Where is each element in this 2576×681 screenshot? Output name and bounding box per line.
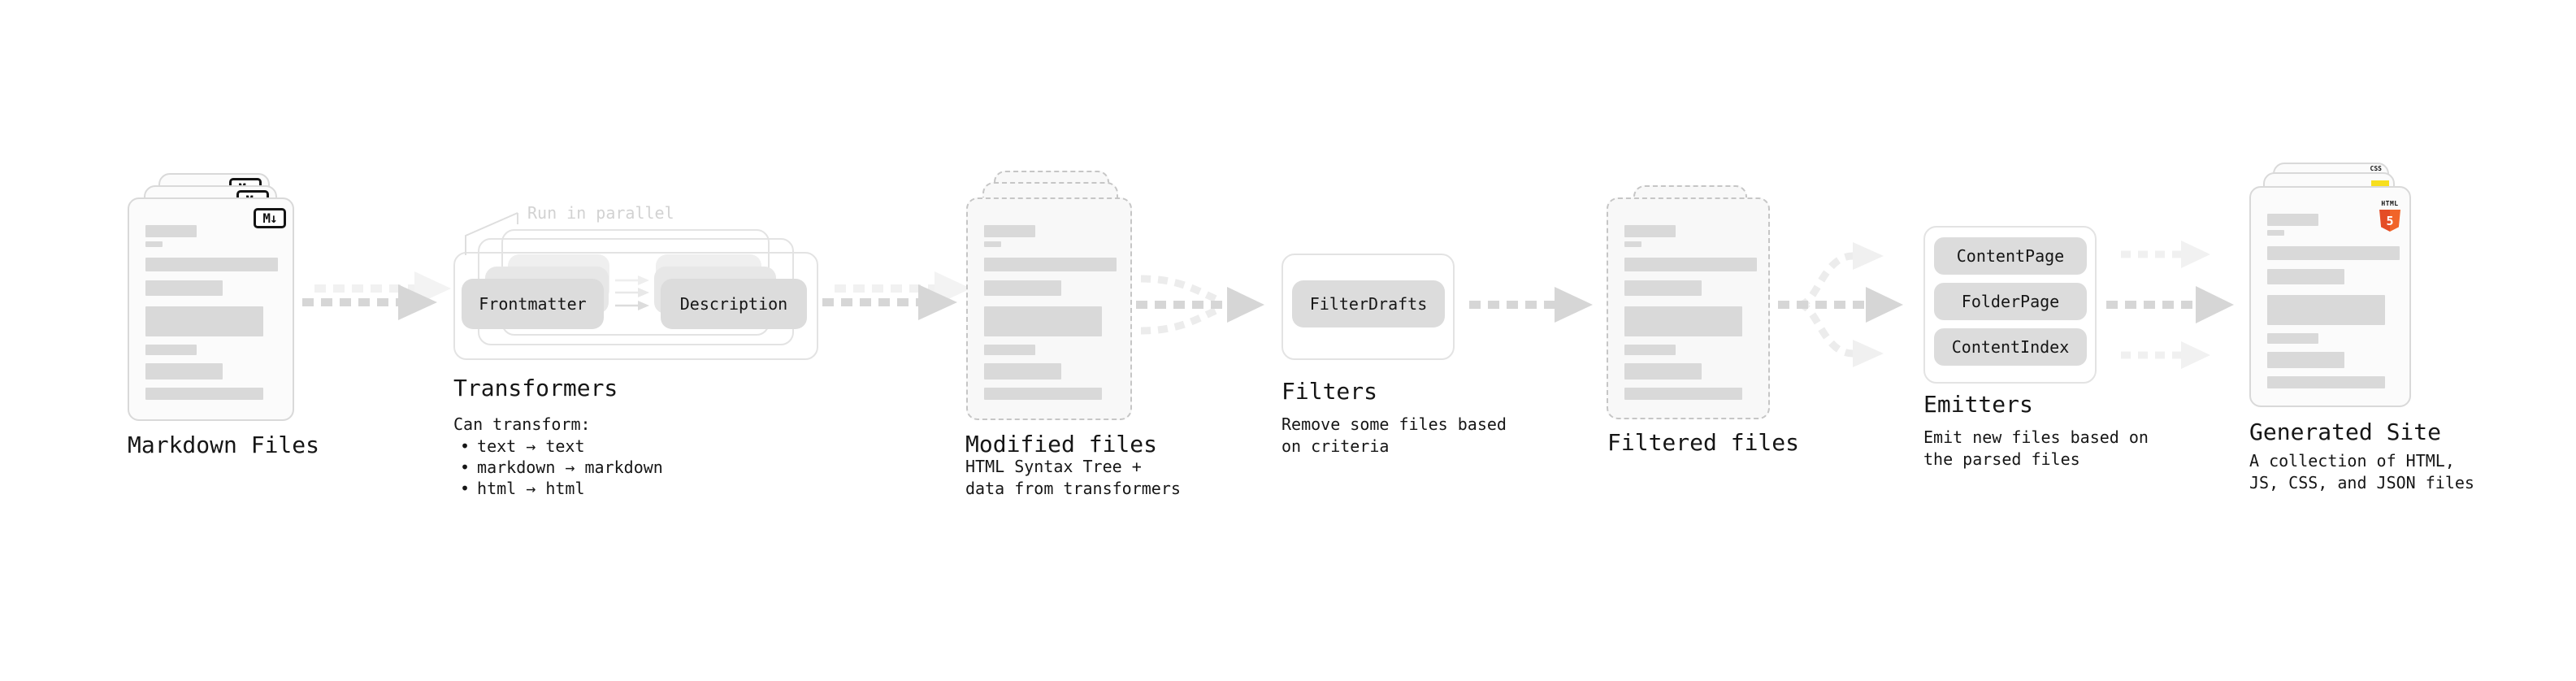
modified-files-subtitle: HTML Syntax Tree + data from transformer… xyxy=(965,457,1181,498)
text-line-bar xyxy=(145,388,263,400)
text-line-bar xyxy=(984,306,1102,336)
text-line-bar xyxy=(2267,214,2318,226)
stage-title-modified-files: Modified files xyxy=(965,431,1158,458)
text-line-bar xyxy=(145,280,223,296)
html5-logo-shield: 5 xyxy=(2379,210,2400,232)
flow-arrow-filters-to-filtered xyxy=(1469,287,1593,323)
text-line-bar xyxy=(1624,280,1702,296)
js-badge-icon xyxy=(2371,180,2389,188)
text-line-bar xyxy=(2267,352,2344,368)
file-card-front xyxy=(966,197,1132,420)
filters-subtitle: Remove some files based on criteria xyxy=(1281,414,1507,456)
text-line-bar xyxy=(1624,258,1757,271)
file-card-front: HTML 5 xyxy=(2249,186,2411,407)
bullet-item: • markdown → markdown xyxy=(460,457,663,478)
emitter-pill-contentpage: ContentPage xyxy=(1934,237,2087,275)
stage-title-filtered-files: Filtered files xyxy=(1607,429,1800,456)
text-line-bar xyxy=(984,258,1117,271)
text-line-bar xyxy=(2267,246,2400,260)
flow-arrow-markdown-to-transformers xyxy=(302,271,451,320)
text-line-bar xyxy=(2267,230,2284,236)
emitters-subtitle: Emit new files based on the parsed files xyxy=(1923,427,2149,469)
flow-arrow-emitters-to-generated xyxy=(2106,241,2234,369)
text-line-bar xyxy=(145,258,278,271)
text-line-bar xyxy=(984,363,1061,380)
transformers-heading: Can transform: xyxy=(453,414,591,434)
flow-arrow-modified-to-filters xyxy=(1136,275,1264,335)
bullet-glyph: • xyxy=(460,479,471,498)
transformer-pill-description: Description xyxy=(661,279,807,329)
bullet-glyph: • xyxy=(460,458,471,477)
flow-arrow-filtered-to-emitters xyxy=(1778,242,1903,367)
text-line-bar xyxy=(1624,363,1702,380)
generated-site-subtitle: A collection of HTML, JS, CSS, and JSON … xyxy=(2249,451,2474,492)
html5-logo-text: HTML xyxy=(2381,200,2399,207)
text-line-bar xyxy=(1624,388,1742,400)
transformer-pill-frontmatter: Frontmatter xyxy=(462,279,604,329)
text-line-bar xyxy=(1624,306,1742,336)
stage-title-filters: Filters xyxy=(1281,378,1378,405)
text-line-bar xyxy=(145,241,163,247)
text-line-bar xyxy=(984,241,1001,247)
emitter-pill-contentindex: ContentIndex xyxy=(1934,328,2087,366)
filter-pill-filterdrafts: FilterDrafts xyxy=(1292,280,1445,327)
parallel-note-label: Run in parallel xyxy=(527,203,674,223)
transformer-panel-front xyxy=(453,252,818,360)
filters-panel xyxy=(1281,254,1455,360)
stage-title-generated-site: Generated Site xyxy=(2249,419,2442,445)
bullet-text: text → text xyxy=(477,436,585,456)
text-line-bar xyxy=(1624,241,1641,247)
file-card-front: M↓ xyxy=(128,197,294,421)
bullet-glyph: • xyxy=(460,436,471,456)
stage-title-transformers: Transformers xyxy=(453,375,618,401)
emitters-panel xyxy=(1923,226,2097,384)
stage-title-emitters: Emitters xyxy=(1923,391,2033,418)
bullet-item: • text → text xyxy=(460,436,663,457)
text-line-bar xyxy=(984,388,1102,400)
bullet-item: • html → html xyxy=(460,478,663,499)
text-line-bar xyxy=(2267,269,2344,284)
text-line-bar xyxy=(145,363,223,380)
bullet-text: markdown → markdown xyxy=(477,458,663,477)
file-card-front xyxy=(1607,197,1770,419)
emitter-pill-folderpage: FolderPage xyxy=(1934,283,2087,320)
text-line-bar xyxy=(1624,345,1676,355)
html5-logo-number: 5 xyxy=(2386,213,2394,228)
parallel-mini-arrows xyxy=(615,275,649,310)
text-line-bar xyxy=(145,306,263,336)
text-line-bar xyxy=(1624,225,1676,237)
markdown-badge-icon: M↓ xyxy=(254,208,286,228)
html5-badge-icon: HTML 5 xyxy=(2379,193,2401,232)
stage-title-markdown-files: Markdown Files xyxy=(128,432,320,458)
flow-arrow-transformers-to-modified xyxy=(822,271,971,320)
text-line-bar xyxy=(145,225,197,237)
text-line-bar xyxy=(2267,295,2385,325)
text-line-bar xyxy=(984,280,1061,296)
bullet-text: html → html xyxy=(477,479,585,498)
text-line-bar xyxy=(984,225,1035,237)
text-line-bar xyxy=(145,345,197,355)
parallel-note-leader-line xyxy=(465,212,518,255)
text-line-bar xyxy=(984,345,1035,355)
text-line-bar xyxy=(2267,376,2385,388)
text-line-bar xyxy=(2267,333,2318,344)
transformers-bullet-list: • text → text • markdown → markdown • html … xyxy=(460,436,663,499)
